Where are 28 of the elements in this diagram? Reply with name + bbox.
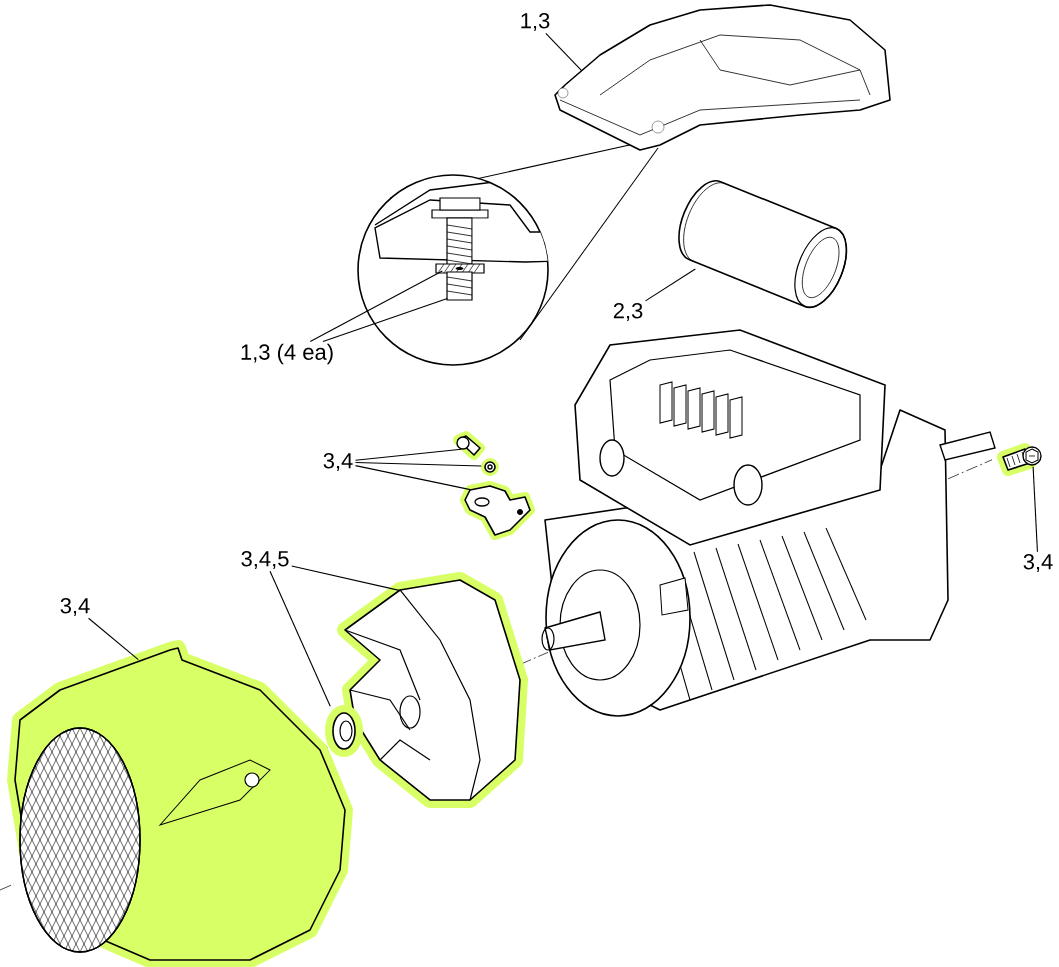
leader-line (545, 32, 582, 71)
callout-number: 3,4,5 (241, 550, 289, 570)
seal-ring-drawing (325, 705, 363, 757)
leader-line (291, 565, 401, 592)
fan-drawing (337, 572, 528, 808)
washer-drawing (481, 458, 499, 476)
leader-line (269, 570, 331, 707)
callout-number: 3,4 (1023, 553, 1053, 573)
leader-line (354, 461, 482, 467)
leader-line (309, 270, 443, 343)
callout-number: 2,3 (613, 302, 643, 322)
screw-drawing (446, 271, 473, 301)
leader-line (88, 617, 139, 661)
callout-number: 1,3 (521, 12, 550, 32)
bolt-drawing (997, 443, 1042, 476)
callout-number: 3,4 (323, 452, 353, 472)
leader-line (354, 448, 462, 461)
leader-line (644, 268, 696, 302)
capacitor-drawing (678, 180, 848, 308)
leader-line (354, 465, 471, 491)
motor-cover-drawing (554, 4, 891, 151)
leader-line (1032, 466, 1038, 553)
leader-line (322, 298, 448, 343)
screw-drawing (453, 431, 485, 460)
clip-drawing (460, 481, 535, 540)
fan-cover-drawing (7, 640, 353, 967)
callout-number: 1,3 (4 ea) (241, 343, 333, 365)
callout-number: 3,4 (60, 597, 90, 617)
